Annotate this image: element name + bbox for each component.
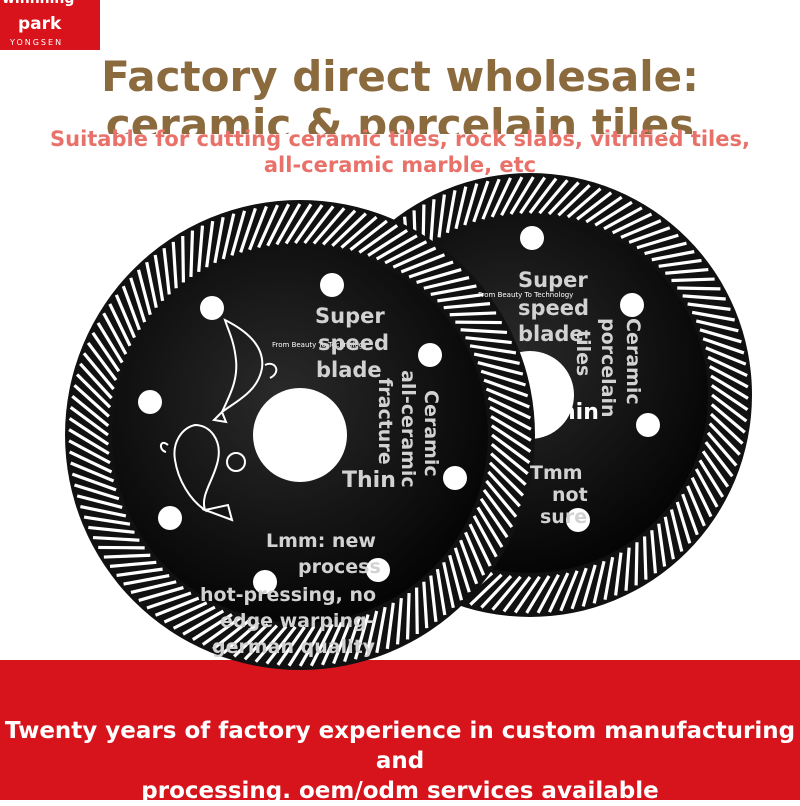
rim-segment (417, 588, 418, 634)
rim-segment (183, 236, 184, 282)
front-blade-spec-3: hot-pressing, no (200, 584, 376, 606)
front-blade-all-ceramic: all-ceramic (397, 370, 419, 488)
footer-line1: Twenty years of factory experience in cu… (0, 716, 800, 776)
front-blade-fracture: fracture (374, 378, 396, 465)
front-blade-super: Super (315, 304, 385, 328)
rim-segment (191, 231, 193, 277)
page-title: Factory direct wholesale: (0, 52, 800, 101)
back-blade-spec-2: not (552, 484, 588, 506)
back-blade-spec-3: sure (540, 506, 587, 528)
rim-segment (104, 555, 150, 557)
back-blade-tiles: tiles (572, 330, 594, 376)
back-blade-thin: Thin (545, 400, 599, 425)
rim-segment (677, 288, 720, 289)
subtitle-line2: all-ceramic marble, etc (0, 152, 800, 178)
back-blade-super: Super (518, 268, 588, 292)
back-blade-porcelain: porcelain (597, 318, 619, 418)
footer-text: Twenty years of factory experience in cu… (0, 716, 800, 806)
subtitle-line1: Suitable for cutting ceramic tiles, rock… (0, 126, 800, 152)
footer-line2: processing. oem/odm services available (0, 776, 800, 806)
front-blade-spec-5: german quality (212, 636, 375, 658)
front-blade-thin: Thin (342, 468, 396, 493)
rim-segment (450, 313, 496, 315)
back-blade-spec-1: Tmm (530, 462, 583, 484)
front-blade-spec-4: edge warping- (220, 610, 374, 632)
front-blade-spec-1: Lmm: new (266, 530, 376, 552)
rim-segment (645, 536, 646, 579)
back-blade-ceramic: Ceramic (622, 318, 644, 405)
front-blade-arbor-hole (253, 388, 347, 482)
rim-segment (408, 593, 410, 639)
front-blade-blade: blade (316, 358, 382, 382)
front-blade-ceramic: Ceramic (420, 390, 442, 477)
rim-segment (636, 542, 637, 585)
front-blade-spec-2: process (298, 556, 381, 578)
front-blade-speed: speed (318, 331, 389, 355)
rim-segment (671, 279, 714, 280)
back-blade-speed: speed (518, 296, 589, 320)
